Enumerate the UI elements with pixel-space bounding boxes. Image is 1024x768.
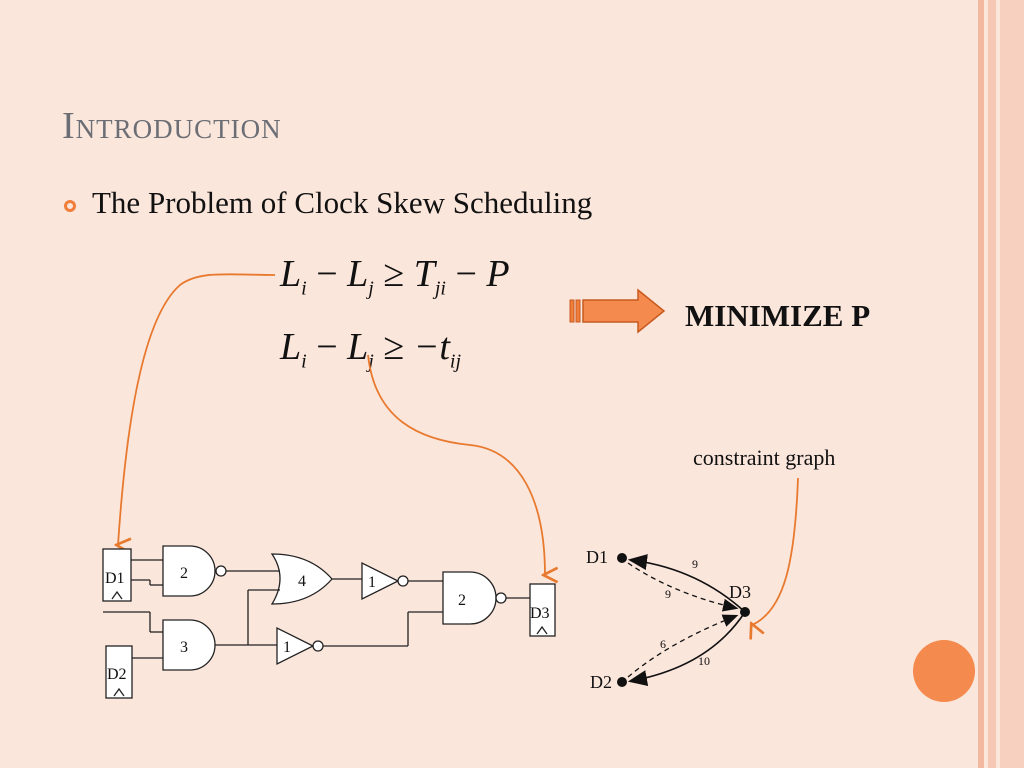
graph-edge-d3-d1-solid	[627, 554, 746, 613]
gate-label: 1	[283, 639, 291, 656]
graph-node-d2	[617, 677, 627, 687]
bullet-text: The Problem of Clock Skew Scheduling	[92, 185, 593, 220]
gate-label: 4	[298, 573, 306, 590]
decorative-stripes	[978, 0, 1024, 768]
graph-node-d1-label: D1	[586, 547, 608, 567]
constraint-graph: D1 D2 D3 9 9 6 10	[586, 547, 751, 692]
connector-curve-1	[118, 273, 276, 545]
flipflop-d1-label: D1	[105, 570, 125, 587]
right-arrow-icon	[569, 288, 666, 334]
nand-gate-2-right	[442, 571, 497, 625]
graph-node-d3-label: D3	[729, 582, 751, 602]
bullet-icon	[64, 200, 76, 212]
connector-curve-2	[367, 354, 545, 575]
gate-label: 3	[180, 639, 188, 656]
equation-2: Li − Lj ≥ −tij	[280, 326, 462, 373]
minimize-label: MINIMIZE P	[685, 298, 871, 333]
circuit-diagram: D1 D2 D3 2 3 4 1 1 2	[102, 545, 556, 699]
flipflop-d3-label: D3	[530, 605, 550, 622]
decorative-circle	[913, 640, 975, 702]
graph-node-d1	[617, 553, 627, 563]
graph-node-d2-label: D2	[590, 672, 612, 692]
graph-edge-d2-d3-dashed	[627, 614, 739, 678]
slide-title: Introduction	[62, 105, 282, 147]
edge-label: 9	[665, 587, 671, 601]
graph-edge-d1-d3-dashed	[627, 562, 739, 612]
equation-1: Li − Lj ≥ Tji − P	[280, 253, 510, 300]
edge-label: 10	[698, 654, 710, 668]
graph-edge-d3-d2-solid	[627, 611, 746, 686]
and-gate-3	[162, 619, 216, 671]
edge-label: 6	[660, 637, 666, 651]
flipflop-d2-label: D2	[107, 666, 127, 683]
constraint-graph-label: constraint graph	[693, 445, 836, 470]
gate-label: 2	[180, 565, 188, 582]
gate-label: 2	[458, 592, 466, 609]
edge-label: 9	[692, 557, 698, 571]
inverter-gate-1-bottom	[276, 626, 315, 666]
inverter-gate-1-top	[361, 561, 400, 601]
gate-label: 1	[368, 574, 376, 591]
or-gate-4	[270, 553, 333, 605]
nand-gate-2	[162, 545, 216, 597]
connector-curve-3	[752, 477, 799, 625]
